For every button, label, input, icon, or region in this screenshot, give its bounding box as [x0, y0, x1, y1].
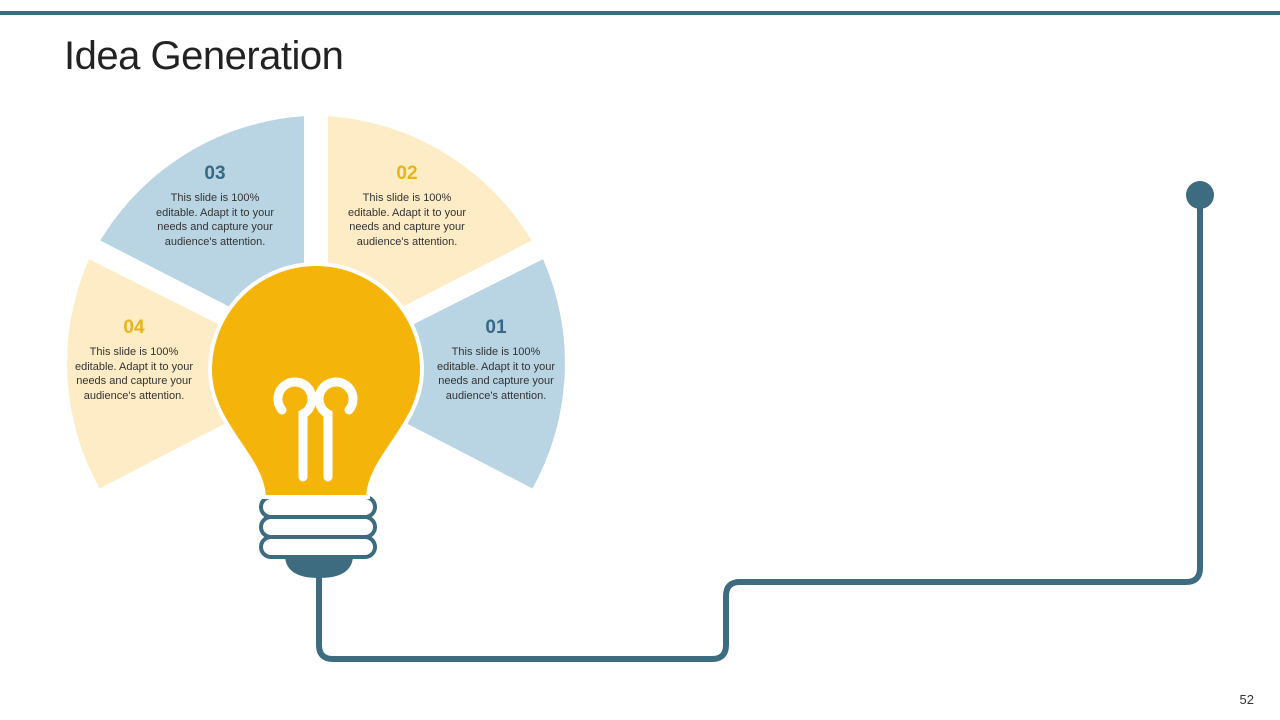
- bulb-screw-ring-3: [259, 535, 377, 559]
- cord-end-dot: [1186, 181, 1214, 209]
- bulb-screw-ring-2: [259, 515, 377, 539]
- segment-03-shape: [100, 116, 305, 307]
- segment-01-number: 01: [485, 317, 507, 338]
- segment-04-number: 04: [123, 317, 145, 338]
- segment-03-label: 03 This slide is 100% editable. Adapt it…: [154, 163, 276, 249]
- top-accent-bar: [0, 11, 1280, 15]
- segment-02-text: This slide is 100% editable. Adapt it to…: [347, 192, 467, 248]
- segment-04-shape: [67, 259, 225, 489]
- slide-title: Idea Generation: [64, 34, 344, 78]
- segment-02-number: 02: [396, 163, 418, 184]
- segment-01-shape: [407, 259, 565, 489]
- segment-02-label: 02 This slide is 100% editable. Adapt it…: [346, 163, 468, 249]
- bulb-screw-ring-1: [259, 495, 377, 519]
- segment-01-text: This slide is 100% editable. Adapt it to…: [436, 346, 556, 402]
- cord-line: [316, 193, 1203, 662]
- segment-03-text: This slide is 100% editable. Adapt it to…: [155, 192, 275, 248]
- page-number: 52: [1239, 692, 1254, 707]
- segment-04-label: 04 This slide is 100% editable. Adapt it…: [73, 317, 195, 403]
- bulb-glass: [207, 262, 425, 499]
- bulb-base-cap: [285, 555, 353, 578]
- segment-02-shape: [328, 116, 532, 307]
- segment-03-number: 03: [204, 163, 226, 184]
- segment-04-text: This slide is 100% editable. Adapt it to…: [74, 346, 194, 402]
- segment-01-label: 01 This slide is 100% editable. Adapt it…: [435, 317, 557, 403]
- bulb-filament: [273, 377, 358, 482]
